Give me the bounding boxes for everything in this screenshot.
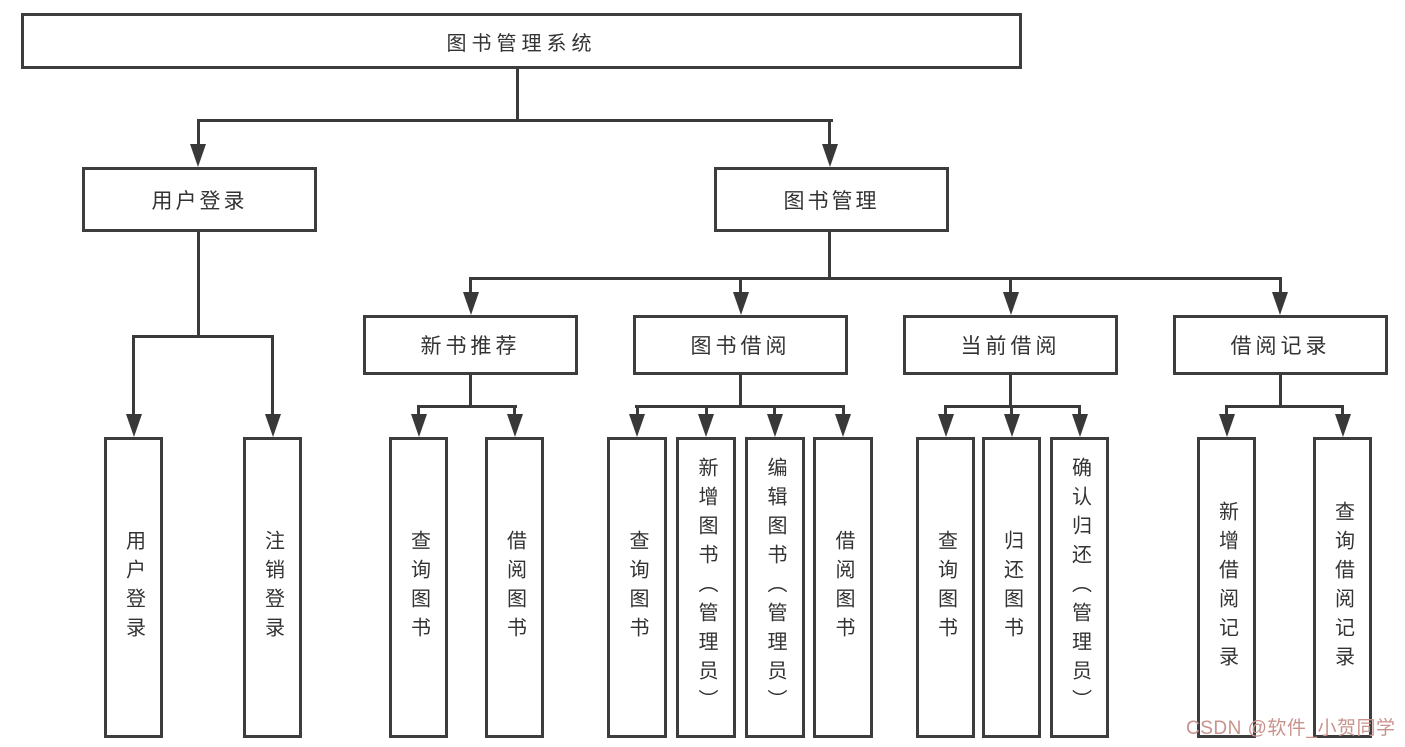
node-label: 借阅图书 (503, 529, 526, 646)
node-label: 新增借阅记录 (1215, 500, 1238, 675)
connector-line (271, 335, 274, 415)
connector-line (1341, 405, 1344, 417)
node-book-borrowing: 图书借阅 (633, 315, 848, 375)
connector-line (469, 277, 472, 295)
leaf-bb-edit-books-admin: 编辑图书（管理员） (745, 437, 805, 738)
connector-line (197, 232, 200, 337)
arrow-down-icon (1004, 414, 1020, 437)
arrow-down-icon (265, 414, 281, 437)
leaf-bb-query-books: 查询图书 (607, 437, 667, 738)
connector-line (842, 405, 845, 417)
leaf-bb-borrow-books: 借阅图书 (813, 437, 873, 738)
connector-line (469, 277, 1282, 280)
arrow-down-icon (126, 414, 142, 437)
connector-line (469, 373, 472, 407)
arrow-down-icon (822, 144, 838, 167)
node-label: 编辑图书（管理员） (764, 457, 786, 718)
connector-line (635, 405, 845, 408)
node-label: 图书借阅 (690, 335, 791, 358)
node-borrowing-records: 借阅记录 (1173, 315, 1388, 375)
leaf-bb-add-books-admin: 新增图书（管理员） (676, 437, 736, 738)
connector-line (636, 405, 639, 417)
node-user-login: 用户登录 (82, 167, 317, 232)
arrow-down-icon (698, 414, 714, 437)
node-label: 用户登录 (151, 189, 248, 213)
arrow-down-icon (411, 414, 427, 437)
arrow-down-icon (835, 414, 851, 437)
node-current-borrowing: 当前借阅 (903, 315, 1118, 375)
node-label: 图书管理 (783, 189, 880, 213)
connector-line (1279, 277, 1282, 295)
node-label: 借阅记录 (1230, 335, 1331, 358)
arrow-down-icon (190, 144, 206, 167)
watermark: CSDN @软件_小贺同学 (1186, 718, 1396, 739)
arrow-down-icon (463, 292, 479, 315)
connector-line (132, 335, 135, 415)
connector-line (944, 405, 947, 417)
node-new-book-recommend: 新书推荐 (363, 315, 578, 375)
arrow-down-icon (629, 414, 645, 437)
connector-line (1225, 405, 1228, 417)
arrow-down-icon (1072, 414, 1088, 437)
leaf-nbr-borrow-books: 借阅图书 (485, 437, 544, 738)
node-label: 当前借阅 (960, 335, 1061, 358)
leaf-cb-query-books: 查询图书 (916, 437, 975, 738)
node-book-management: 图书管理 (714, 167, 949, 232)
node-label: 新书推荐 (420, 335, 521, 358)
leaf-logout: 注销登录 (243, 437, 302, 738)
leaf-br-query-record: 查询借阅记录 (1313, 437, 1372, 738)
node-root: 图书管理系统 (21, 13, 1022, 69)
connector-line (739, 277, 742, 295)
connector-line (705, 405, 708, 417)
connector-line (739, 373, 742, 407)
arrow-down-icon (1219, 414, 1235, 437)
node-label: 确认归还（管理员） (1068, 457, 1091, 718)
connector-line (417, 405, 517, 408)
node-label: 借阅图书 (832, 529, 854, 646)
connector-line (132, 335, 274, 338)
connector-line (828, 232, 831, 279)
connector-line (417, 405, 420, 417)
arrow-down-icon (1003, 292, 1019, 315)
node-label: 查询图书 (407, 529, 430, 646)
node-label: 查询借阅记录 (1331, 500, 1354, 675)
leaf-user-login: 用户登录 (104, 437, 163, 738)
connector-line (1225, 405, 1344, 408)
connector-line (197, 119, 200, 147)
connector-line (773, 405, 776, 417)
connector-line (197, 119, 833, 122)
connector-line (516, 66, 519, 122)
connector-line (1009, 277, 1012, 295)
node-label: 图书管理系统 (446, 32, 597, 55)
node-label: 新增图书（管理员） (695, 457, 717, 718)
leaf-br-add-record: 新增借阅记录 (1197, 437, 1256, 738)
arrow-down-icon (1335, 414, 1351, 437)
node-label: 用户登录 (122, 529, 145, 646)
arrow-down-icon (507, 414, 523, 437)
node-label: 归还图书 (1000, 529, 1023, 646)
arrow-down-icon (733, 292, 749, 315)
connector-line (513, 405, 516, 417)
connector-line (828, 119, 831, 147)
node-label: 查询图书 (626, 529, 648, 646)
leaf-cb-confirm-return-admin: 确认归还（管理员） (1050, 437, 1109, 738)
connector-line (1078, 405, 1081, 417)
arrow-down-icon (1272, 292, 1288, 315)
arrow-down-icon (767, 414, 783, 437)
node-label: 查询图书 (934, 529, 957, 646)
arrow-down-icon (938, 414, 954, 437)
connector-line (1010, 405, 1013, 417)
connector-line (1009, 373, 1012, 407)
node-label: 注销登录 (261, 529, 284, 646)
connector-line (1279, 373, 1282, 407)
leaf-nbr-query-books: 查询图书 (389, 437, 448, 738)
leaf-cb-return-books: 归还图书 (982, 437, 1041, 738)
